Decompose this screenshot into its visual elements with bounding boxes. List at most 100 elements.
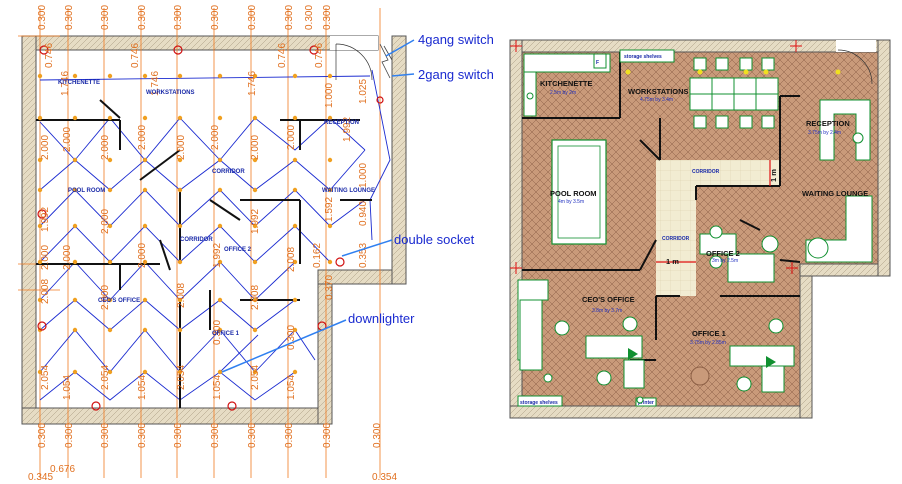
svg-text:2.008: 2.008 bbox=[250, 285, 261, 310]
svg-text:2.000: 2.000 bbox=[210, 125, 221, 150]
downlighter-dot bbox=[292, 73, 298, 79]
downlighter-dot bbox=[177, 327, 183, 333]
switch-symbols bbox=[379, 43, 393, 79]
svg-text:0.300: 0.300 bbox=[322, 5, 333, 30]
corridor-vertical-label: CORRIDOR bbox=[662, 236, 690, 242]
svg-text:1.746: 1.746 bbox=[60, 71, 71, 96]
svg-text:0.746: 0.746 bbox=[130, 43, 141, 68]
downlighter-dot bbox=[252, 115, 258, 121]
svg-text:2.008: 2.008 bbox=[40, 279, 51, 304]
svg-text:0.300: 0.300 bbox=[372, 423, 383, 448]
red-dimension-markers bbox=[656, 160, 771, 263]
callout-arrow-4gang bbox=[385, 39, 415, 57]
svg-text:0.676: 0.676 bbox=[50, 464, 75, 475]
svg-text:2.000: 2.000 bbox=[62, 245, 73, 270]
downlighter-dot bbox=[327, 223, 333, 229]
downlighter-dot bbox=[292, 369, 298, 375]
svg-text:2.000: 2.000 bbox=[100, 209, 111, 234]
downlighter-dot bbox=[327, 157, 333, 163]
downlighter-dot bbox=[142, 187, 148, 193]
corridor-v-floor bbox=[656, 186, 696, 296]
svg-text:1.992: 1.992 bbox=[212, 243, 223, 268]
ceo-office-furniture bbox=[517, 279, 645, 389]
storage-shelves-bottom-label: storage shelves bbox=[520, 400, 558, 406]
svg-text:1.054: 1.054 bbox=[212, 375, 223, 400]
svg-text:2.008: 2.008 bbox=[176, 283, 187, 308]
dim-1m-vertical: 1 m bbox=[769, 169, 778, 182]
room-reception: RECEPTION bbox=[324, 120, 359, 126]
corridor-h-floor bbox=[656, 160, 780, 186]
ceo-chair-icon bbox=[628, 348, 638, 360]
downlighter-dot bbox=[142, 73, 148, 79]
downlighter-dot bbox=[217, 369, 223, 375]
svg-text:2.000: 2.000 bbox=[286, 125, 297, 150]
room-workstations-name: WORKSTATIONS bbox=[628, 87, 689, 96]
downlighter-dot bbox=[177, 187, 183, 193]
downlighter-dot bbox=[327, 73, 333, 79]
callouts: 4gang switch 2gang switch double socket … bbox=[221, 32, 494, 373]
svg-text:2.000: 2.000 bbox=[40, 135, 51, 160]
downlighter-dot bbox=[142, 259, 148, 265]
socket-symbols bbox=[37, 45, 384, 411]
svg-text:2.000: 2.000 bbox=[176, 135, 187, 160]
svg-text:0.746: 0.746 bbox=[277, 43, 288, 68]
downlighter-dot bbox=[217, 157, 223, 163]
svg-text:2.000: 2.000 bbox=[100, 135, 111, 160]
svg-text:0.300: 0.300 bbox=[137, 5, 148, 30]
room-kitchenette-name: KITCHENETTE bbox=[540, 79, 593, 88]
downlighter-points bbox=[37, 73, 333, 375]
downlighter-dot bbox=[292, 259, 298, 265]
downlighter-dot bbox=[37, 115, 43, 121]
svg-text:0.300: 0.300 bbox=[137, 423, 148, 448]
svg-text:0.353: 0.353 bbox=[358, 243, 369, 268]
reception-furniture bbox=[819, 99, 871, 161]
downlighter-dot bbox=[177, 223, 183, 229]
downlighter-dot bbox=[292, 187, 298, 193]
downlighter-dot bbox=[252, 259, 258, 265]
downlighter-dot bbox=[217, 115, 223, 121]
left-side-dimension-labels: 1.992 2.000 2.008 bbox=[40, 207, 51, 304]
downlighter-dot bbox=[37, 223, 43, 229]
svg-text:0.746: 0.746 bbox=[314, 43, 325, 68]
downlighter-dot bbox=[327, 187, 333, 193]
downlighter-dot bbox=[37, 297, 43, 303]
svg-text:0.300: 0.300 bbox=[304, 5, 315, 30]
left-room-labels: KITCHENETTE WORKSTATIONS RECEPTION CORRI… bbox=[58, 80, 375, 337]
right-furnished-plan: 1 m 1 m F KITCHENETTE 2.5m by 2m storage… bbox=[509, 39, 891, 419]
svg-text:0.940: 0.940 bbox=[358, 201, 369, 226]
svg-text:2.000: 2.000 bbox=[250, 135, 261, 160]
downlighter-dot bbox=[107, 157, 113, 163]
downlighter-dot bbox=[37, 157, 43, 163]
downlighter-dot bbox=[252, 369, 258, 375]
downlighter-dot bbox=[252, 187, 258, 193]
waiting-lounge-sofas bbox=[805, 195, 873, 263]
downlighter-dot bbox=[252, 297, 258, 303]
downlighter-dot bbox=[177, 115, 183, 121]
workstation-desks bbox=[689, 57, 779, 129]
svg-text:1.054: 1.054 bbox=[137, 375, 148, 400]
room-workstations-size: 4.75m by 3.4m bbox=[640, 97, 673, 103]
bottom-dimension-labels: 0.300 0.300 0.300 0.300 0.300 0.300 0.30… bbox=[28, 423, 397, 483]
right-side-dimension-labels: 1.000 1.025 1.992 1.000 0.940 1.592 0.35… bbox=[312, 79, 369, 300]
label-downlighter: downlighter bbox=[348, 311, 415, 326]
svg-text:0.300: 0.300 bbox=[284, 423, 295, 448]
svg-text:2.008: 2.008 bbox=[286, 247, 297, 272]
svg-text:1.992: 1.992 bbox=[250, 209, 261, 234]
room-ceo-office: CEO'S OFFICE bbox=[98, 298, 140, 304]
downlighter-dot bbox=[37, 73, 43, 79]
ceiling-lights bbox=[625, 69, 841, 75]
downlighter-dot bbox=[107, 369, 113, 375]
top-dimension-labels-2: 0.746 1.746 0.746 1.746 1.746 0.746 0.74… bbox=[44, 43, 325, 96]
svg-text:2.054: 2.054 bbox=[100, 365, 111, 390]
downlighter-dot bbox=[177, 259, 183, 265]
downlighter-dot bbox=[142, 157, 148, 163]
svg-text:2.000: 2.000 bbox=[137, 243, 148, 268]
downlighter-dot bbox=[142, 223, 148, 229]
right-walls bbox=[509, 39, 891, 419]
svg-text:1.992: 1.992 bbox=[40, 207, 51, 232]
downlighter-dot bbox=[177, 157, 183, 163]
downlighter-dot bbox=[107, 187, 113, 193]
svg-text:0.162: 0.162 bbox=[312, 243, 323, 268]
downlighter-dot bbox=[107, 297, 113, 303]
office1-chair-icon bbox=[766, 356, 776, 368]
